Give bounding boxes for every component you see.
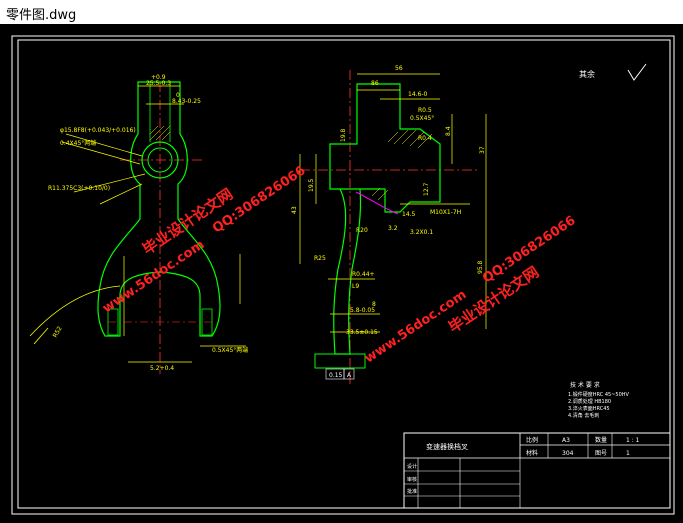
side-upper-outline bbox=[329, 83, 441, 213]
side-magenta-curve bbox=[355, 191, 399, 215]
bore-inner-circle bbox=[147, 147, 173, 173]
dim-r-24: 0.15 bbox=[329, 372, 343, 379]
dim-r-4: 0.5X45° bbox=[410, 115, 434, 122]
dim-r-16: R25 bbox=[314, 255, 326, 262]
dim-r-14: 3.2X0.1 bbox=[410, 229, 433, 236]
dim-r-25: A bbox=[347, 372, 352, 379]
tb-material-label: 材料 bbox=[526, 449, 538, 457]
outer-frame bbox=[11, 35, 675, 515]
dim-r-9: 19.5 bbox=[308, 178, 315, 192]
window-title: 零件图.dwg bbox=[6, 8, 77, 23]
tb-count-value: 1 : 1 bbox=[626, 437, 640, 444]
dim-r-22: 8 bbox=[372, 301, 376, 308]
dim-l-3: 8.43-0.25 bbox=[172, 98, 201, 105]
datum-frame bbox=[343, 368, 355, 380]
tb-scale-value: A3 bbox=[562, 437, 570, 444]
dim-l-9: R52 bbox=[52, 325, 64, 339]
dim-r-5: R0.4 bbox=[418, 135, 432, 142]
tb-sheet-label: 图号 bbox=[595, 450, 607, 457]
tb-row-design: 设计 bbox=[407, 463, 417, 470]
right-dim-lines bbox=[299, 73, 487, 333]
tech-note-1: 1.锻件硬度HRC 45~50HV bbox=[568, 391, 630, 398]
cad-drawing: 其余 bbox=[11, 35, 675, 515]
bore-outer-circle bbox=[141, 141, 179, 179]
tb-count-label: 数量 bbox=[595, 436, 607, 444]
dim-r-2: 14.6-0 bbox=[408, 91, 428, 98]
dim-r-21: 5.8-0.05 bbox=[350, 307, 375, 314]
dim-r-7: 37 bbox=[479, 146, 486, 154]
dim-r-12: M10X1-7H bbox=[430, 209, 461, 216]
dim-r-0: 56 bbox=[395, 65, 403, 72]
right-view: 56 86 14.6-0 R0.5 0.5X45° R0.4 8.4 37 19… bbox=[291, 65, 487, 384]
dim-r-3: R0.5 bbox=[418, 107, 432, 114]
dim-r-11: 14.5 bbox=[402, 211, 416, 218]
dim-l-4: φ15.8F8(+0.043/+0.016) bbox=[60, 127, 136, 134]
dim-r-13: 3.2 bbox=[388, 225, 398, 232]
r52-arc bbox=[29, 285, 121, 337]
tech-note-2: 2.调质处理 HB180 bbox=[568, 398, 611, 405]
dim-r-8: 19.8 bbox=[340, 128, 347, 142]
drawing-canvas[interactable]: 其余 bbox=[0, 24, 683, 519]
dim-r-17: R20 bbox=[356, 227, 368, 234]
dim-r-23: 33.5±0.15 bbox=[346, 329, 378, 336]
dim-r-15: 43 bbox=[291, 206, 298, 214]
dim-r-18: 95.8 bbox=[477, 260, 484, 274]
dim-l-8: 5.2+0.4 bbox=[150, 365, 174, 372]
surface-mark-label: 其余 bbox=[579, 69, 595, 79]
tb-material-value: 304 bbox=[562, 450, 574, 457]
left-hatch bbox=[149, 125, 171, 141]
window-titlebar: 零件图.dwg bbox=[0, 0, 683, 25]
tech-notes: 技 术 要 求 1.锻件硬度HRC 45~50HV 2.调质处理 HB180 3… bbox=[568, 381, 630, 419]
dim-r-6: 8.4 bbox=[445, 126, 452, 136]
left-dim-lines bbox=[61, 85, 246, 363]
dim-l-2: 0 bbox=[176, 92, 180, 99]
dim-r-20: L9 bbox=[352, 283, 359, 290]
dim-r-1: 86 bbox=[371, 80, 379, 87]
fork-outline bbox=[97, 81, 221, 337]
right-hatch bbox=[371, 129, 433, 201]
inner-frame bbox=[17, 39, 671, 509]
tb-sheet-value: 1 bbox=[626, 450, 630, 457]
tb-row-review: 审核 bbox=[407, 476, 417, 483]
title-block-name: 变速器换档叉 bbox=[426, 442, 468, 451]
dim-l-0: +0.9 bbox=[151, 74, 166, 81]
dim-r-10: 12.7 bbox=[423, 182, 430, 196]
side-base bbox=[314, 353, 366, 369]
dim-l-6: R11.375C3(+0.10/0) bbox=[48, 185, 110, 192]
dim-l-5: 0.4X45°两端 bbox=[60, 139, 96, 147]
dim-l-1: 25.5-0.3 bbox=[146, 80, 171, 87]
tb-scale-label: 比例 bbox=[526, 436, 538, 444]
dim-l-7: 0.5X45°两端 bbox=[212, 346, 248, 354]
tb-row-approve: 批准 bbox=[407, 488, 417, 495]
left-view: +0.9 25.5-0.3 0 8.43-0.25 φ15.8F8(+0.043… bbox=[29, 74, 248, 374]
dim-r-19: R0.44+ bbox=[352, 271, 375, 278]
tech-notes-title: 技 术 要 求 bbox=[570, 381, 600, 389]
roughness-symbol bbox=[627, 63, 647, 81]
r52-leader bbox=[33, 327, 49, 345]
tech-note-3: 3.淬火表面HRC45 bbox=[568, 405, 610, 412]
tech-note-4: 4.清角 去毛刺 bbox=[568, 412, 599, 419]
title-block: 变速器换档叉 比例 A3 数量 1 : 1 材料 304 图号 1 设计 审核 … bbox=[403, 432, 671, 509]
